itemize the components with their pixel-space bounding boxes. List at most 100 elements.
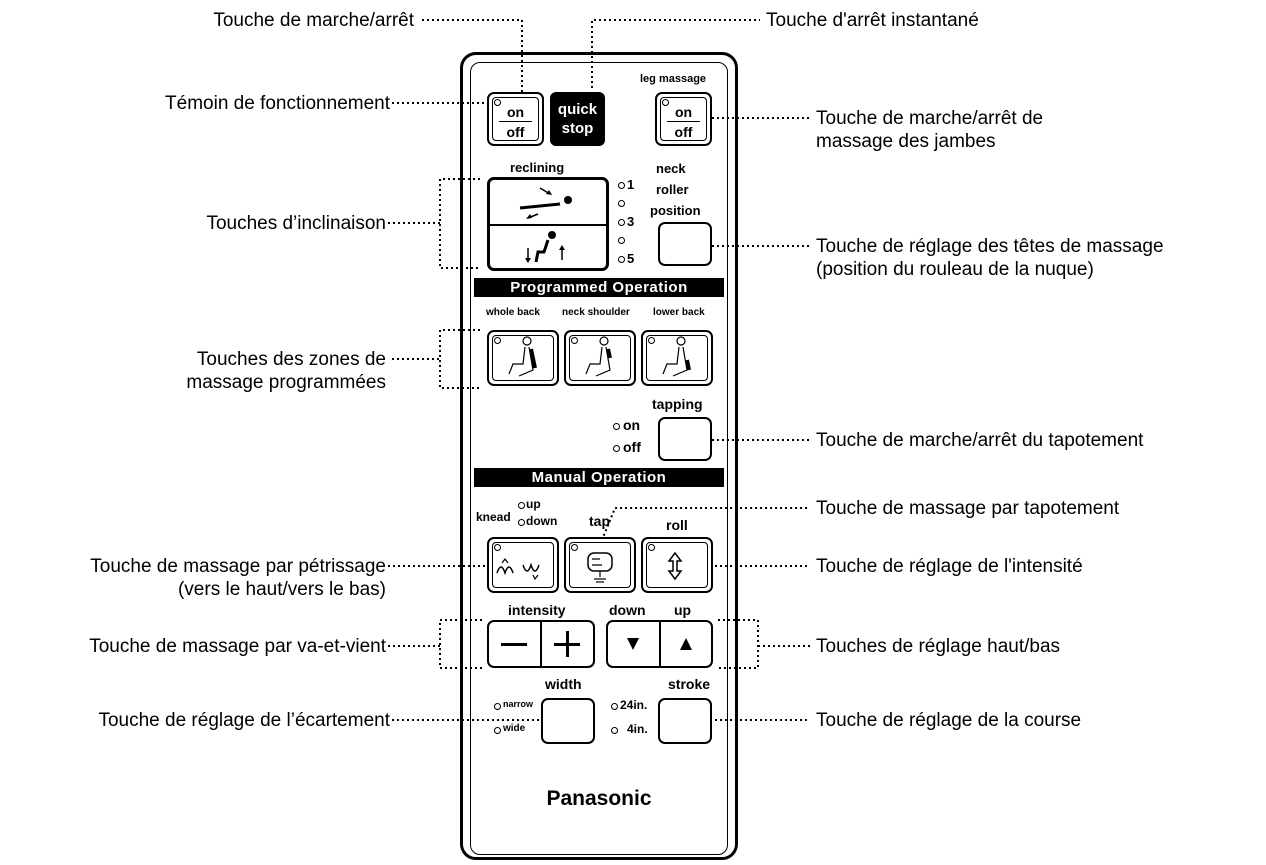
reclining-label: reclining — [510, 160, 565, 175]
neck-shoulder-label: neck shoulder — [562, 307, 630, 318]
brand-logo: Panasonic — [546, 787, 652, 810]
down-button[interactable] — [608, 622, 659, 666]
callout-width: Touche de réglage de l’écartement — [98, 710, 390, 731]
lower-back-led — [648, 337, 655, 344]
tap-label: tap — [589, 513, 610, 529]
intensity-plus-button[interactable] — [542, 622, 593, 666]
leader-updown-bracket — [718, 619, 759, 669]
stroke-label: stroke — [668, 676, 711, 692]
manual-operation-header: Manual Operation — [474, 468, 724, 487]
callout-neck-line1: Touche de réglage des têtes de massage — [816, 236, 1164, 257]
callout-updown: Touches de réglage haut/bas — [816, 636, 1061, 657]
roll-button[interactable] — [641, 537, 713, 593]
leader-power — [422, 19, 523, 92]
up-button[interactable] — [661, 622, 711, 666]
tapping-label: tapping — [652, 396, 703, 412]
callout-tap-massage: Touche de massage par tapotement — [816, 498, 1120, 519]
callout-leg-line2: massage des jambes — [816, 131, 996, 152]
callout-power: Touche de marche/arrêt — [213, 10, 414, 31]
lower-back-label: lower back — [653, 307, 705, 318]
callout-roll: Touche de massage par va-et-vient — [89, 636, 386, 657]
recline-level-led-2 — [618, 200, 625, 207]
recline-level-led-3 — [618, 219, 625, 226]
knead-up-led — [518, 502, 525, 509]
tap-led — [571, 544, 578, 551]
triangle-down-icon — [627, 638, 639, 650]
tapping-on-led — [613, 423, 620, 430]
width-label: width — [545, 676, 582, 692]
stroke-button[interactable] — [658, 698, 712, 744]
callout-programs-line2: massage programmées — [186, 372, 386, 393]
leg-off-label: off — [674, 124, 693, 140]
callout-neck-line2: (position du rouleau de la nuque) — [816, 259, 1094, 280]
seat-lower-icon — [662, 336, 691, 377]
power-off-label: off — [506, 124, 525, 140]
up-down-buttons — [606, 620, 713, 668]
whole-back-label: whole back — [486, 307, 540, 318]
knead-button[interactable] — [487, 537, 559, 593]
intensity-buttons — [487, 620, 595, 668]
leg-led — [662, 99, 669, 106]
recline-level-5: 5 — [627, 251, 635, 266]
tapping-on-label: on — [623, 417, 641, 433]
knead-up-label: up — [526, 497, 541, 511]
leader-quick-stop — [591, 19, 760, 88]
recline-up-icon — [525, 231, 565, 263]
callout-programs-line1: Touches des zones de — [196, 349, 386, 370]
width-button[interactable] — [541, 698, 595, 744]
callout-tapping-onoff: Touche de marche/arrêt du tapotement — [816, 430, 1144, 451]
leg-on-label: on — [674, 104, 693, 120]
whole-back-button[interactable] — [487, 330, 559, 386]
neck-shoulder-led — [571, 337, 578, 344]
recline-level-1: 1 — [627, 177, 635, 192]
recline-up-button[interactable] — [490, 226, 606, 268]
intensity-minus-button[interactable] — [489, 622, 540, 666]
callout-reclining: Touches d’inclinaison — [206, 213, 386, 234]
leader-roll-bracket — [439, 619, 482, 669]
tapping-onoff-button[interactable] — [658, 417, 712, 461]
neck-roller-position-button[interactable] — [658, 222, 712, 266]
knead-icon — [496, 558, 540, 581]
tap-button[interactable] — [564, 537, 636, 593]
quick-stop-button[interactable]: quick stop — [550, 92, 605, 146]
stop-label: stop — [561, 120, 594, 137]
seat-neck-icon — [585, 336, 612, 377]
whole-back-led — [494, 337, 501, 344]
programmed-operation-header: Programmed Operation — [474, 278, 724, 297]
leg-massage-label: leg massage — [640, 73, 707, 85]
knead-label: knead — [476, 510, 511, 524]
width-wide-led — [494, 727, 501, 734]
lower-back-button[interactable] — [641, 330, 713, 386]
power-button[interactable]: on off — [487, 92, 544, 146]
callout-knead-line2: (vers le haut/vers le bas) — [177, 579, 386, 600]
width-narrow-led — [494, 703, 501, 710]
stroke-24-label: 24in. — [620, 698, 648, 712]
seat-back-icon — [508, 336, 537, 377]
callout-indicator: Témoin de fonctionnement — [165, 93, 390, 114]
recline-back-button[interactable] — [490, 180, 606, 224]
up-label: up — [674, 602, 692, 618]
recline-level-led-1 — [618, 182, 625, 189]
knead-down-label: down — [526, 514, 558, 528]
roll-led — [648, 544, 655, 551]
leg-massage-button[interactable]: on off — [655, 92, 712, 146]
up-down-arrow-icon — [667, 551, 683, 581]
callout-intensity: Touche de réglage de l'intensité — [816, 556, 1083, 577]
recline-level-3: 3 — [627, 214, 635, 229]
recline-level-led-4 — [618, 237, 625, 244]
knead-led — [494, 544, 501, 551]
tapping-off-led — [613, 445, 620, 452]
quick-label: quick — [557, 101, 598, 118]
neck-shoulder-button[interactable] — [564, 330, 636, 386]
down-label: down — [609, 602, 646, 618]
power-on-label: on — [506, 104, 525, 120]
roll-label: roll — [666, 517, 688, 533]
operation-indicator-led — [494, 99, 501, 106]
tapping-off-label: off — [623, 439, 641, 455]
recline-back-icon — [519, 187, 572, 219]
position-label: position — [650, 203, 701, 218]
width-narrow-label: narrow — [503, 699, 534, 709]
callout-knead-line1: Touche de massage par pétrissage — [90, 556, 386, 577]
intensity-label: intensity — [508, 602, 566, 618]
minus-icon — [501, 643, 527, 646]
